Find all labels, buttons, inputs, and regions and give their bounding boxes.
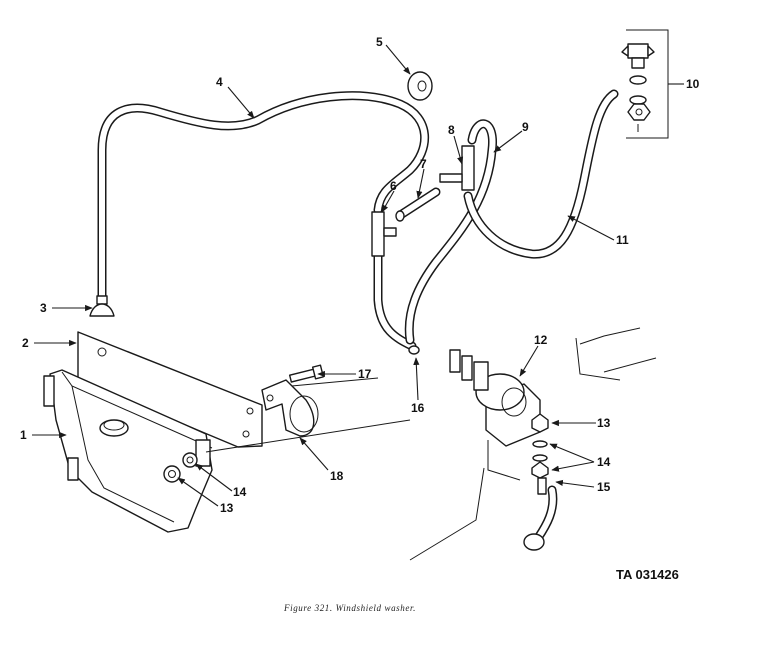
callout-10: 10: [686, 77, 700, 91]
pump-hose-15: [523, 477, 558, 551]
hose-4: [97, 91, 429, 305]
callout-17: 17: [358, 367, 372, 381]
hose-11: [463, 89, 619, 259]
callout-4: 4: [216, 75, 223, 89]
tee-connector-6: [371, 211, 397, 257]
callout-7: 7: [420, 157, 427, 171]
callout-12: 12: [534, 333, 548, 347]
hose-9: [404, 119, 497, 345]
reservoir-bracket: [77, 331, 263, 448]
connector-hose-7: [395, 187, 441, 222]
hose-clamp: [261, 379, 319, 437]
reservoir-nut-washer: [163, 452, 198, 483]
callout-18: 18: [330, 469, 344, 483]
washer-reservoir: [43, 369, 213, 533]
washer-nozzle: [621, 43, 655, 132]
callout-labels: 3 2 1 4 5 6 7 8 9 10 11 12 13 14 15 16 1…: [20, 35, 700, 515]
callout-13-pump: 13: [597, 416, 611, 430]
hose-fitting-3: [89, 295, 115, 317]
callout-3: 3: [40, 301, 47, 315]
ta-number: TA 031426: [616, 567, 679, 582]
callout-6: 6: [390, 179, 397, 193]
callout-8: 8: [448, 123, 455, 137]
callout-14-pump: 14: [597, 455, 611, 469]
callout-11: 11: [616, 233, 629, 247]
callout-16: 16: [411, 401, 425, 415]
tee-connector-8: [439, 145, 475, 191]
figure-caption: Figure 321. Windshield washer.: [283, 603, 416, 613]
callout-5: 5: [376, 35, 383, 49]
washer-pump: [449, 349, 541, 481]
callout-14-reservoir: 14: [233, 485, 247, 499]
pump-nut-washer: [531, 413, 549, 479]
callout-13-reservoir: 13: [220, 501, 234, 515]
callout-15: 15: [597, 480, 611, 494]
grommet-5: [407, 71, 433, 101]
leader-lines: [32, 44, 684, 507]
callout-2: 2: [22, 336, 29, 350]
callout-1: 1: [20, 428, 27, 442]
hose-16: [373, 251, 420, 355]
callout-9: 9: [522, 120, 529, 134]
